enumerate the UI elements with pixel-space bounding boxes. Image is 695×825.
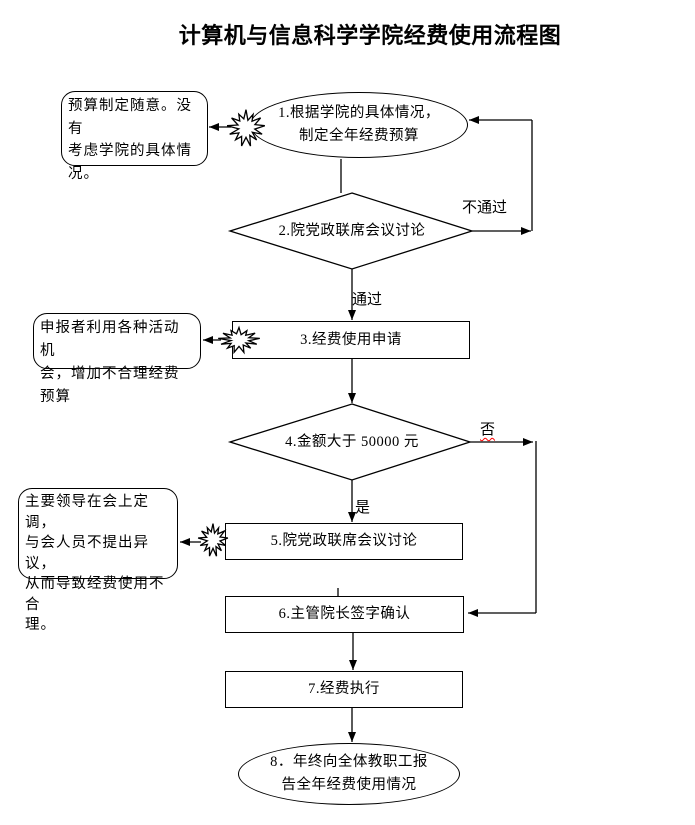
callout-meeting-risk: 主要领导在会上定调， 与会人员不提出异议， 从而导致经费使用不合 理。 — [18, 488, 178, 633]
process-step6: 6.主管院长签字确认 — [225, 596, 464, 633]
edge-label-pass: 通过 — [352, 292, 383, 308]
process-step5: 5.院党政联席会议讨论 — [225, 523, 463, 560]
terminator-step1: 1.根据学院的具体情况， 制定全年经费预算 — [250, 92, 468, 158]
starburst-icon — [218, 325, 260, 355]
terminator-step8: 8．年终向全体教职工报 告全年经费使用情况 — [238, 743, 460, 805]
callout-application-risk: 申报者利用各种活动机 会，增加不合理经费预算 — [33, 313, 201, 405]
decision-step4-label: 4.金额大于 50000 元 — [285, 433, 419, 450]
decision-step2-label: 2.院党政联席会议讨论 — [278, 222, 426, 239]
page-title: 计算机与信息科学学院经费使用流程图 — [178, 23, 562, 48]
process-step7: 7.经费执行 — [225, 671, 463, 708]
edge-label-yes: 是 — [355, 500, 371, 516]
process-step3: 3.经费使用申请 — [232, 321, 470, 359]
edge-label-no: 否 — [480, 422, 496, 438]
starburst-icon — [197, 523, 229, 557]
callout-budget-risk: 预算制定随意。没有 考虑学院的具体情 况。 — [61, 91, 208, 182]
starburst-icon — [226, 109, 266, 147]
edge-label-fail: 不通过 — [462, 200, 508, 216]
